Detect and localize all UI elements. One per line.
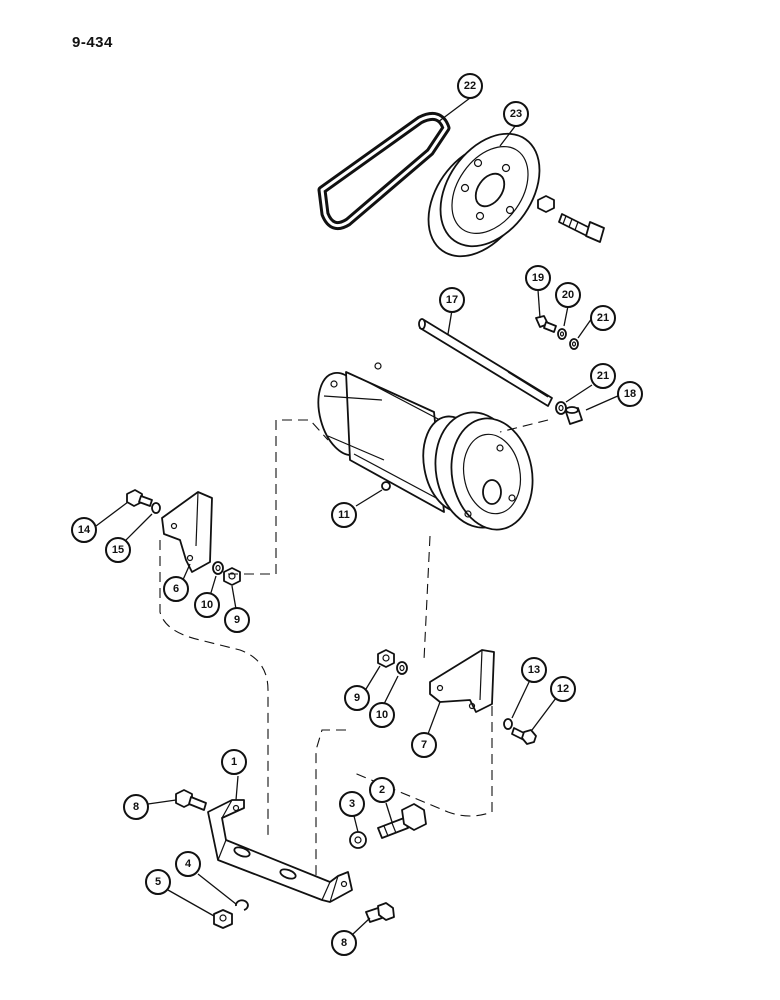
bolt-8-upper (175, 789, 207, 811)
callout-22: 22 (457, 73, 483, 99)
svg-text:17: 17 (446, 294, 458, 306)
washer-10-lower (396, 661, 408, 675)
svg-text:12: 12 (557, 683, 569, 695)
svg-text:9: 9 (354, 692, 360, 704)
washer-21-top (569, 338, 579, 350)
drive-belt (317, 111, 451, 231)
bolt-19 (535, 315, 557, 333)
svg-text:8: 8 (133, 801, 139, 813)
svg-text:21: 21 (597, 370, 609, 382)
callout-11: 11 (331, 502, 357, 528)
callout-19: 19 (525, 265, 551, 291)
assembly-lines (159, 419, 549, 880)
callout-1: 1 (221, 749, 247, 775)
svg-text:21: 21 (597, 312, 609, 324)
callout-17: 17 (439, 287, 465, 313)
nut-9-upper (223, 567, 241, 586)
svg-text:23: 23 (510, 108, 522, 120)
callout-7: 7 (411, 732, 437, 758)
svg-text:1: 1 (231, 756, 237, 768)
bolt-14 (126, 489, 153, 507)
washer-13 (503, 718, 513, 730)
compressor (317, 362, 534, 531)
callout-20: 20 (555, 282, 581, 308)
washer-20 (557, 328, 567, 340)
callout-21-bottom: 21 (590, 363, 616, 389)
bolt-8-lower (365, 902, 395, 923)
svg-text:5: 5 (155, 876, 161, 888)
page-number: 9-434 (72, 34, 113, 51)
callout-10-lower: 10 (369, 702, 395, 728)
callout-12: 12 (550, 676, 576, 702)
bracket-7 (429, 649, 495, 713)
svg-text:20: 20 (562, 289, 574, 301)
washer-15 (151, 502, 161, 514)
svg-text:14: 14 (78, 524, 91, 536)
callout-18: 18 (617, 381, 643, 407)
nut-9-lower (377, 649, 395, 668)
callout-9-upper: 9 (224, 607, 250, 633)
bracket-6 (161, 491, 213, 573)
washer-21-bottom (555, 401, 567, 415)
callout-10-upper: 10 (194, 592, 220, 618)
callout-2: 2 (369, 777, 395, 803)
washer-4 (235, 899, 249, 911)
svg-text:3: 3 (349, 798, 355, 810)
bolt-2 (377, 803, 427, 839)
svg-text:4: 4 (185, 858, 192, 870)
washer-10-upper (212, 561, 224, 575)
pulley-nut (537, 195, 555, 213)
callout-9-lower: 9 (344, 685, 370, 711)
svg-text:19: 19 (532, 272, 544, 284)
callout-8-upper: 8 (123, 794, 149, 820)
svg-text:6: 6 (173, 583, 179, 595)
callout-15: 15 (105, 537, 131, 563)
spacer-18 (565, 406, 583, 425)
pulley-bolt (558, 213, 605, 243)
callout-23: 23 (503, 101, 529, 127)
callout-14: 14 (71, 517, 97, 543)
adjusting-rod (418, 318, 553, 407)
svg-text:10: 10 (201, 599, 213, 611)
callout-21-top: 21 (590, 305, 616, 331)
callout-6: 6 (163, 576, 189, 602)
svg-text:7: 7 (421, 739, 427, 751)
callout-13: 13 (521, 657, 547, 683)
callout-3: 3 (339, 791, 365, 817)
svg-text:15: 15 (112, 544, 124, 556)
svg-text:9: 9 (234, 614, 240, 626)
washer-3 (349, 831, 367, 849)
svg-text:10: 10 (376, 709, 388, 721)
bracket-1 (207, 799, 353, 903)
svg-text:22: 22 (464, 80, 476, 92)
leader-lines (95, 97, 621, 935)
bolt-12 (511, 727, 537, 745)
callout-5: 5 (145, 869, 171, 895)
nut-5 (213, 909, 233, 929)
callout-8-lower: 8 (331, 930, 357, 956)
svg-text:18: 18 (624, 388, 636, 400)
callout-4: 4 (175, 851, 201, 877)
svg-text:13: 13 (528, 664, 540, 676)
svg-text:2: 2 (379, 784, 385, 796)
svg-text:11: 11 (338, 509, 350, 521)
svg-text:8: 8 (341, 937, 347, 949)
pulley (427, 132, 541, 258)
